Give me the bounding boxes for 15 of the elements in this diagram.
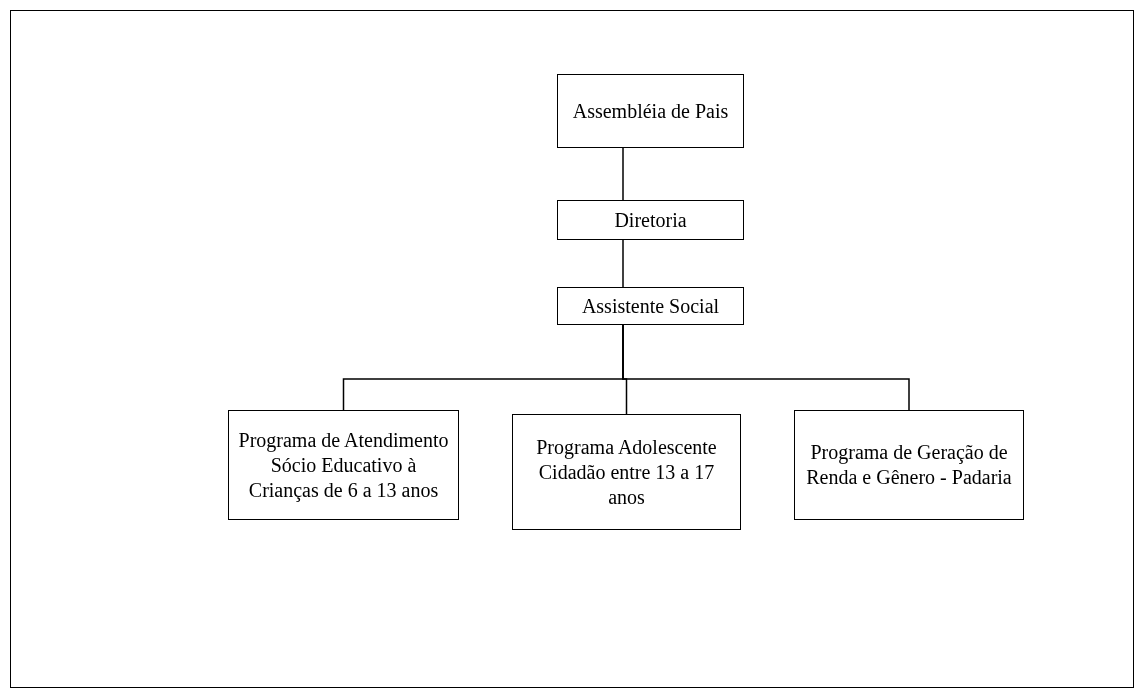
box-title: Assistente Social [581, 293, 720, 319]
connector-line [622, 324, 910, 411]
org-box [557, 200, 744, 240]
box-title: Diretoria [614, 207, 687, 233]
box-title: Assembléia de Pais [572, 98, 729, 124]
org-box [228, 410, 459, 520]
org-box [512, 414, 741, 530]
org-box [794, 410, 1024, 520]
box-title: Programa de Atendimento Sócio Educativo à Crianças de 6 a 13 anos [237, 427, 450, 503]
box-title: Programa de Geração de Renda e Gênero - Padaria [805, 440, 1013, 490]
org-box [557, 287, 744, 325]
box-title: Programa Adolescente Cidadão entre 13 a 17 anos [535, 434, 718, 510]
org-box [557, 74, 744, 148]
connector-line [622, 147, 624, 201]
connector-line [622, 239, 624, 288]
